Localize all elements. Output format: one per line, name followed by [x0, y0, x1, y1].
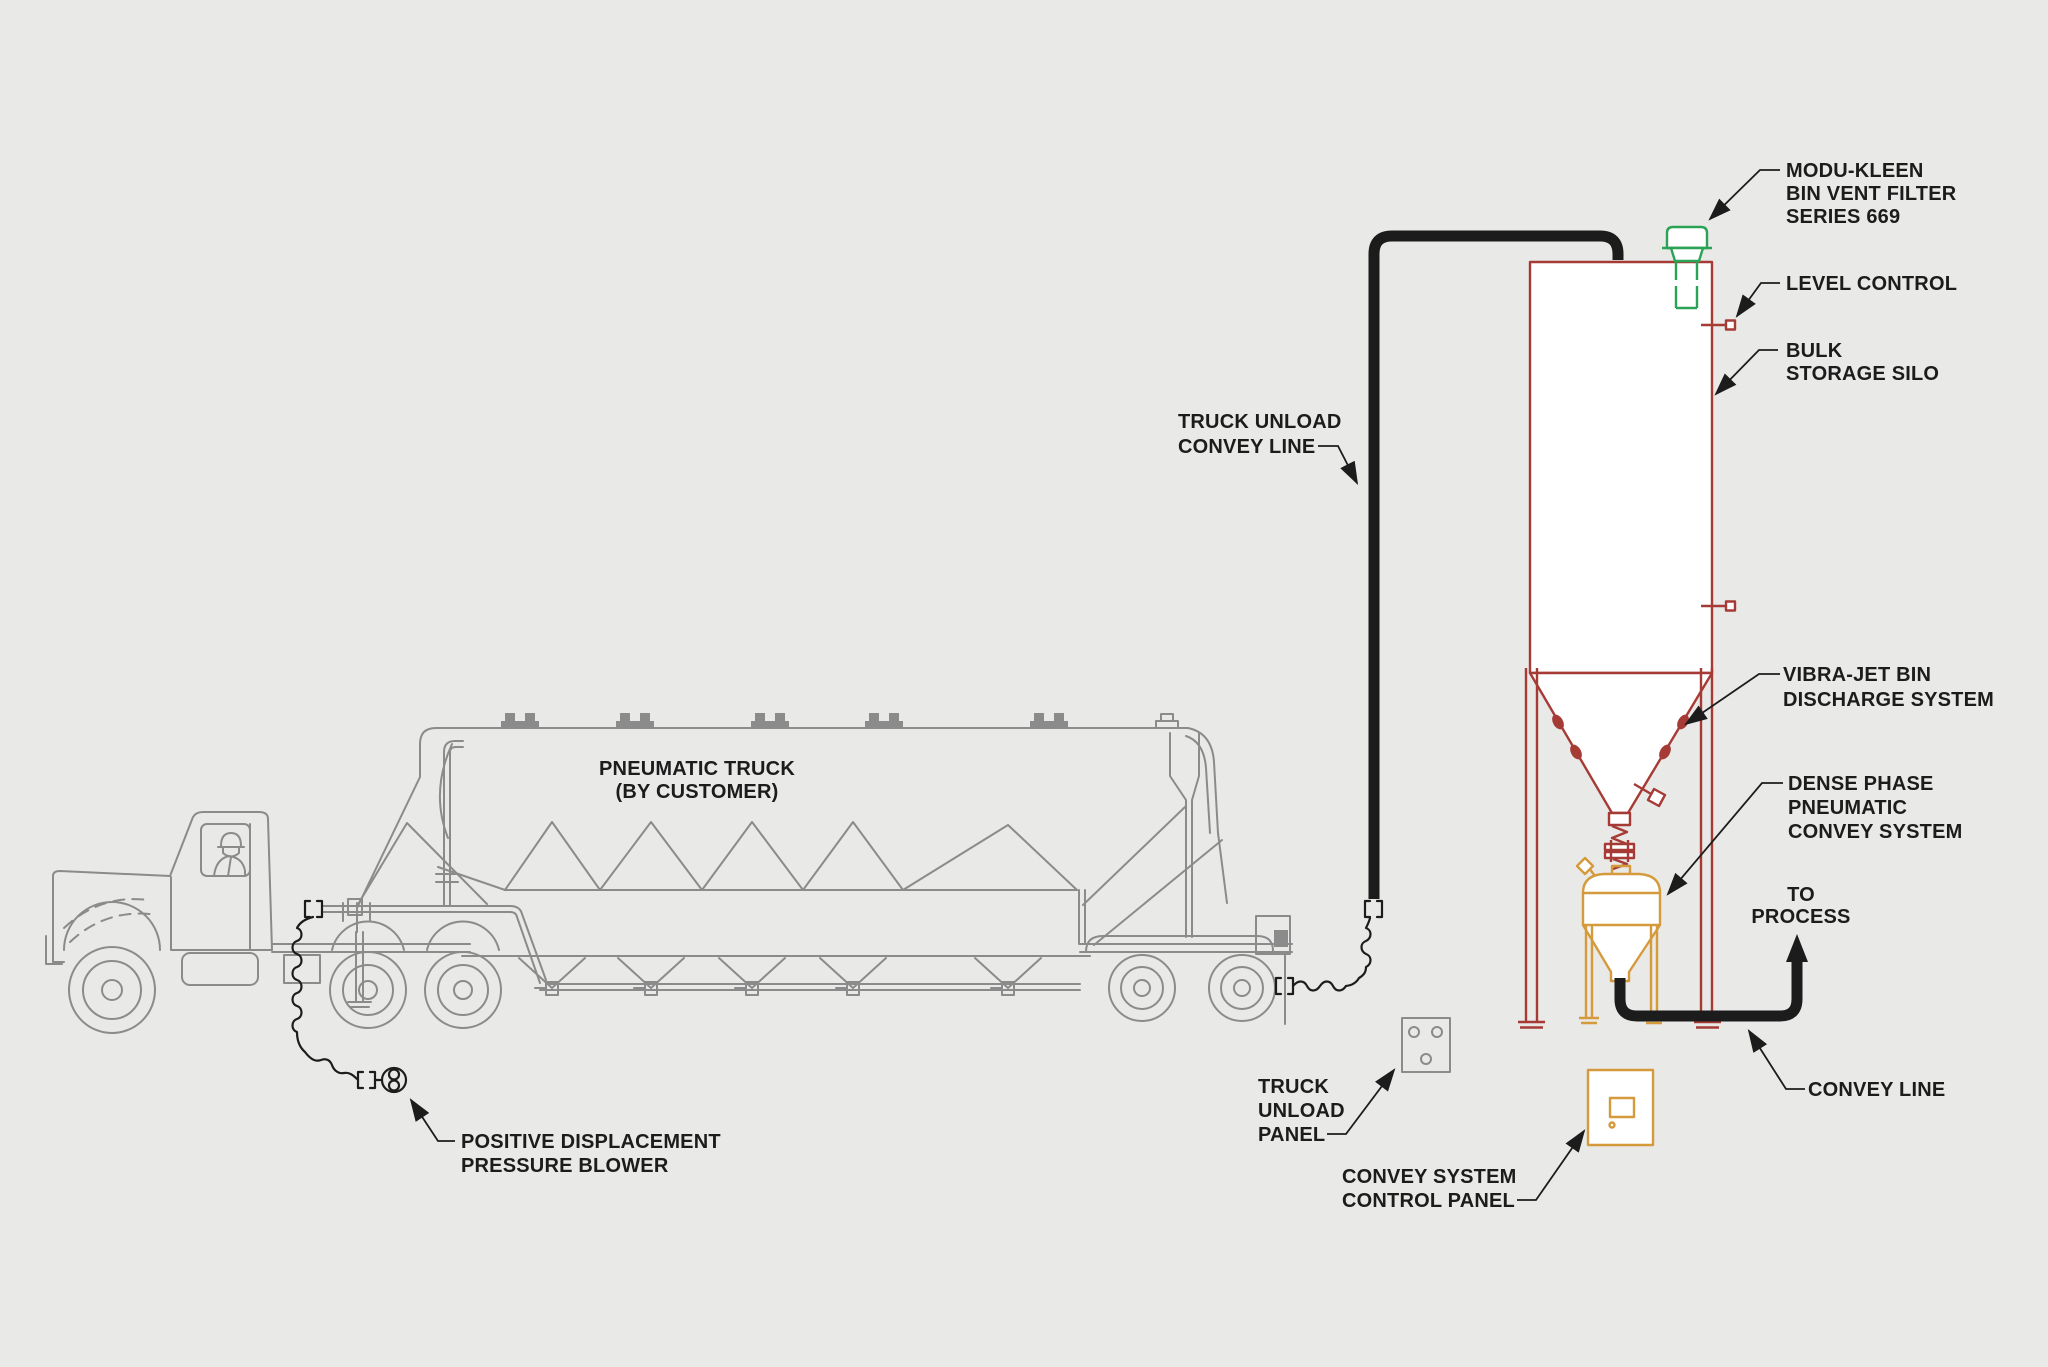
blower-hose — [291, 899, 408, 1094]
process-convey-line — [1614, 934, 1808, 1022]
leader-level-control — [1735, 282, 1780, 318]
pneumatic-truck-label: PNEUMATIC TRUCK — [599, 758, 795, 780]
leader-modu-kleen — [1708, 169, 1780, 221]
tractor-front-wheel — [68, 946, 156, 1034]
discharge-hoppers — [518, 957, 1042, 996]
bin-vent-filter-icon — [1662, 225, 1712, 310]
positive-blower-label-2: PRESSURE BLOWER — [461, 1155, 669, 1177]
level-control-label: LEVEL CONTROL — [1786, 273, 1957, 295]
trailer-tank — [321, 713, 1293, 1025]
trailer-wheels — [1108, 954, 1276, 1022]
leader-lines — [409, 169, 1805, 1201]
to-process-label: TO — [1787, 884, 1815, 906]
modu-kleen-label: MODU-KLEEN — [1786, 160, 1924, 182]
to-process-arrowhead — [1786, 934, 1808, 962]
dense-phase-label-2: PNEUMATIC — [1788, 797, 1907, 819]
bulk-storage-silo — [1518, 260, 1737, 1029]
leader-bulk-storage-silo — [1714, 349, 1778, 396]
driver-figure — [213, 832, 246, 877]
tractor-cab — [45, 811, 502, 1034]
leader-convey-system-panel — [1517, 1129, 1586, 1201]
discharge-hose — [1274, 899, 1384, 996]
positive-blower-label: POSITIVE DISPLACEMENT — [461, 1131, 721, 1153]
vibra-jet-label: VIBRA-JET BIN — [1783, 664, 1931, 686]
truck-unload-convey-line-label-2: CONVEY LINE — [1178, 436, 1315, 458]
convey-system-panel-label: CONVEY SYSTEM — [1342, 1166, 1517, 1188]
pneumatic-truck-label-2: (BY CUSTOMER) — [616, 781, 779, 803]
blower-symbol-icon — [380, 1066, 408, 1094]
truck-unload-panel-label-2: UNLOAD — [1258, 1100, 1345, 1122]
leader-vibra-jet — [1684, 673, 1780, 726]
convey-system-control-panel — [1586, 1068, 1655, 1147]
truck-unload-convey-line — [1368, 230, 1624, 899]
roof-hatches — [501, 713, 1179, 729]
truck-unload-convey-line-label: TRUCK UNLOAD — [1178, 411, 1342, 433]
level-control-sensor-upper — [1701, 319, 1737, 331]
level-control-sensor-lower — [1701, 600, 1737, 612]
convey-system-panel-label-2: CONTROL PANEL — [1342, 1190, 1515, 1212]
truck-unload-panel-label: TRUCK — [1258, 1076, 1329, 1098]
modu-kleen-label-2: BIN VENT FILTER — [1786, 183, 1957, 205]
bulk-storage-silo-label: BULK — [1786, 340, 1843, 362]
convey-line-label: CONVEY LINE — [1808, 1079, 1945, 1101]
tractor-drive-wheels — [329, 951, 502, 1029]
leader-truck-unload-convey-line — [1318, 445, 1359, 486]
leader-dense-phase — [1666, 782, 1783, 896]
dense-phase-label: DENSE PHASE — [1788, 773, 1934, 795]
truck-unload-panel-label-3: PANEL — [1258, 1124, 1325, 1146]
vibra-jet-label-2: DISCHARGE SYSTEM — [1783, 689, 1994, 711]
bulk-storage-silo-label-2: STORAGE SILO — [1786, 363, 1939, 385]
leader-pressure-blower — [409, 1098, 455, 1142]
labels: PNEUMATIC TRUCK (BY CUSTOMER) POSITIVE D… — [461, 160, 1994, 1212]
leader-truck-unload-panel — [1327, 1068, 1396, 1135]
dense-phase-vessel — [1575, 856, 1664, 1025]
truck-unload-panel — [1401, 1017, 1451, 1073]
leader-convey-line — [1747, 1029, 1805, 1090]
bin-discharge-connector — [1603, 811, 1636, 871]
dense-phase-label-3: CONVEY SYSTEM — [1788, 821, 1963, 843]
modu-kleen-label-3: SERIES 669 — [1786, 206, 1900, 228]
to-process-label-2: PROCESS — [1751, 906, 1850, 928]
